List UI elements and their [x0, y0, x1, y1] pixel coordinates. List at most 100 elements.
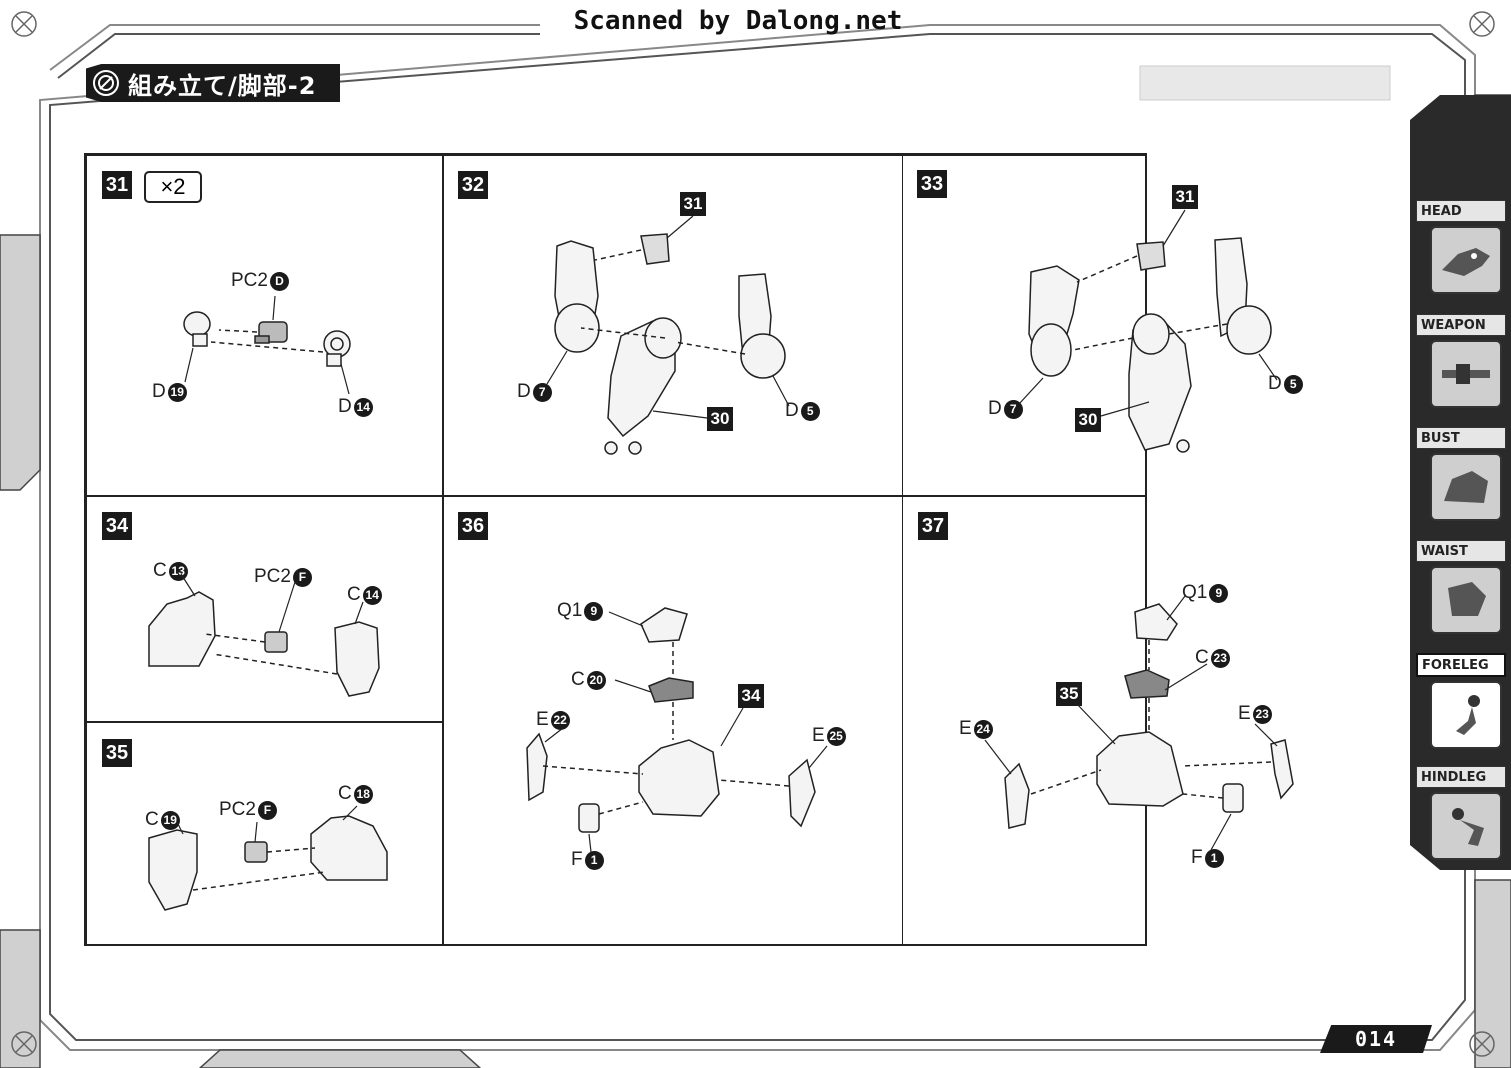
tab-label: HINDLEG	[1416, 766, 1506, 788]
part-label-text: PC2	[219, 799, 256, 820]
quantity-multiplier: ×2	[144, 171, 202, 203]
part-label-text: C	[571, 669, 585, 690]
part-label-text: PC2	[254, 566, 291, 587]
part-number: F	[257, 800, 277, 820]
part-number: 20	[586, 670, 606, 690]
step-37-diagram	[984, 595, 1294, 851]
hindleg-icon	[1430, 792, 1502, 860]
tab-hindleg[interactable]: HINDLEG	[1416, 766, 1506, 860]
part-label-text: D	[152, 381, 166, 402]
sub-assembly-ref-30: 30	[707, 407, 733, 431]
sub-assembly-ref-31: 31	[1172, 185, 1198, 209]
part-number: 1	[584, 850, 604, 870]
tab-bust[interactable]: BUST	[1416, 427, 1506, 521]
part-label-text: E	[536, 709, 549, 730]
part-label-text: D	[517, 381, 531, 402]
part-number: 14	[362, 585, 382, 605]
part-number: 19	[167, 382, 187, 402]
part-number: 24	[973, 719, 993, 739]
tab-label: BUST	[1416, 427, 1506, 449]
step-number: 35	[102, 739, 132, 767]
step-number: 34	[102, 512, 132, 540]
part-number: 7	[532, 382, 552, 402]
weapon-icon	[1430, 340, 1502, 408]
tab-label: HEAD	[1416, 200, 1506, 222]
part-label-text: E	[959, 718, 972, 739]
part-label-text: Q1	[557, 600, 583, 621]
tab-label: FORELEG	[1416, 653, 1506, 677]
gear-icon	[93, 70, 119, 96]
part-label-text: C	[347, 584, 361, 605]
bust-icon	[1430, 453, 1502, 521]
part-number: 23	[1210, 648, 1230, 668]
part-label-text: C	[338, 783, 352, 804]
tab-label: WEAPON	[1416, 314, 1506, 336]
part-label-text: C	[1195, 647, 1209, 668]
part-label-text: D	[988, 398, 1002, 419]
sub-assembly-ref-31: 31	[680, 192, 706, 216]
step-36-diagram	[526, 607, 828, 853]
step-35-diagram	[148, 805, 388, 911]
tab-waist[interactable]: WAIST	[1416, 540, 1506, 634]
part-number: 25	[826, 726, 846, 746]
part-number: 19	[160, 810, 180, 830]
part-number: 9	[584, 601, 604, 621]
step-32-diagram	[546, 215, 790, 455]
scan-credit: Scanned by Dalong.net	[573, 6, 903, 36]
section-title-bar: 組み立て/脚部-2	[86, 64, 340, 102]
part-number: 14	[353, 397, 373, 417]
tab-label: WAIST	[1416, 540, 1506, 562]
step-number: 32	[458, 171, 488, 199]
step-number: 37	[918, 512, 948, 540]
part-number: 7	[1003, 399, 1023, 419]
part-number: D	[269, 271, 289, 291]
tab-weapon[interactable]: WEAPON	[1416, 314, 1506, 408]
foreleg-icon	[1430, 681, 1502, 749]
part-number: 22	[550, 710, 570, 730]
part-number: 18	[353, 784, 373, 804]
page-number: 014	[1320, 1025, 1432, 1053]
step-31-diagram	[183, 295, 351, 395]
part-label-text: PC2	[231, 270, 268, 291]
part-number: 23	[1252, 704, 1272, 724]
tab-foreleg[interactable]: FORELEG	[1416, 653, 1506, 749]
part-label-text: C	[153, 560, 167, 581]
part-label-text: D	[1268, 373, 1282, 394]
part-label-text: C	[145, 809, 159, 830]
part-label-text: E	[1238, 703, 1251, 724]
tab-head[interactable]: HEAD	[1416, 200, 1506, 294]
section-title: 組み立て/脚部-2	[128, 71, 317, 100]
part-number: 5	[800, 401, 820, 421]
step-number: 33	[917, 170, 947, 198]
part-number: 1	[1204, 848, 1224, 868]
part-label-text: D	[338, 396, 352, 417]
part-label-text: F	[1191, 847, 1203, 868]
part-label-text: F	[571, 849, 583, 870]
waist-icon	[1430, 566, 1502, 634]
step-number: 36	[458, 512, 488, 540]
sub-assembly-ref-35: 35	[1056, 682, 1082, 706]
step-33-diagram	[1018, 209, 1278, 453]
